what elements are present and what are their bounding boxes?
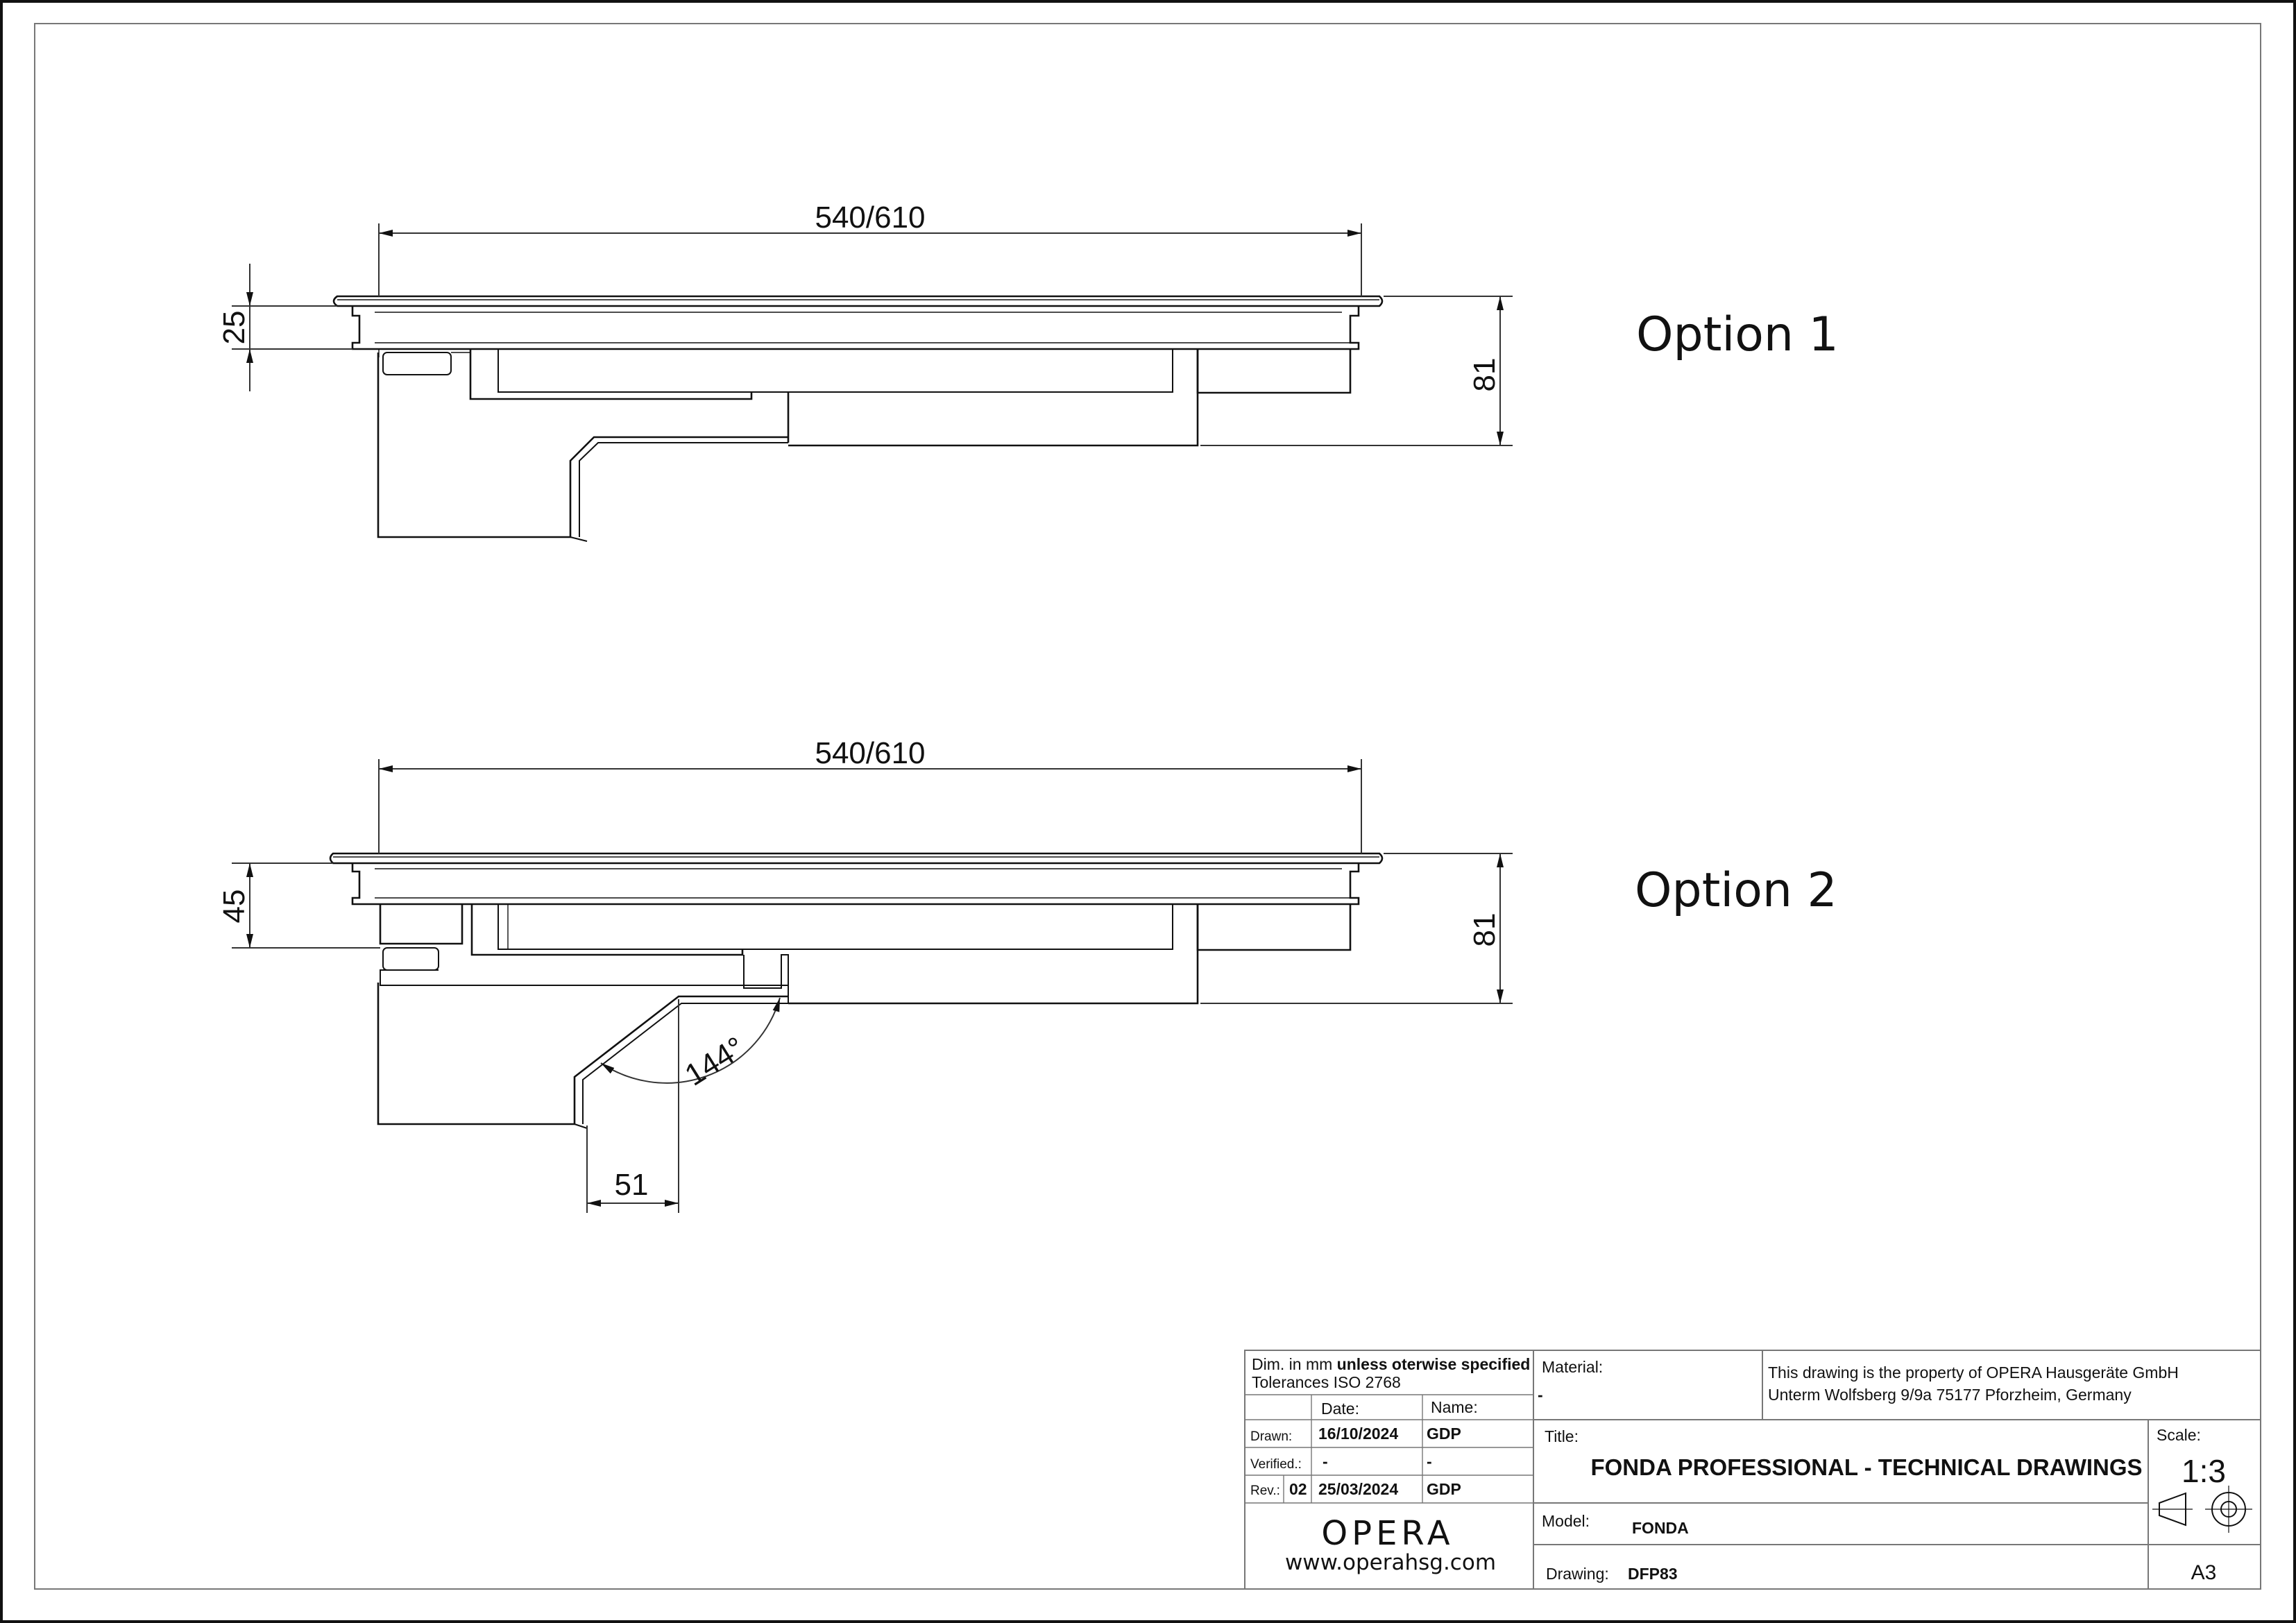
projection-symbol-icon	[2152, 1486, 2252, 1533]
option-2-dimensions	[232, 759, 1513, 1213]
drawing-frame	[34, 23, 2261, 1590]
drawing-value: DFP83	[1628, 1565, 1678, 1583]
date-header: Date:	[1321, 1400, 1359, 1418]
option-1-width-dim: 540/610	[815, 201, 925, 235]
rev-name: GDP	[1427, 1480, 1461, 1498]
drawn-date: 16/10/2024	[1318, 1425, 1398, 1443]
model-value: FONDA	[1632, 1519, 1689, 1537]
flange	[351, 863, 1360, 906]
title-block	[1244, 1350, 2261, 1590]
option-2-label: Option 2	[1635, 863, 1837, 918]
top-plate	[332, 295, 1384, 307]
verified-label: Verified.:	[1250, 1457, 1302, 1472]
option-2-right-height-dim: 81	[1468, 913, 1502, 947]
drawn-name: GDP	[1427, 1425, 1461, 1443]
option-1-dimensions	[232, 223, 1513, 446]
verified-date: -	[1323, 1452, 1328, 1470]
drawing-label: Drawing:	[1546, 1565, 1609, 1583]
rev-label: Rev.:	[1250, 1484, 1280, 1498]
flange	[351, 306, 1360, 350]
title-label: Title:	[1545, 1427, 1579, 1445]
rev-number: 02	[1289, 1480, 1307, 1498]
company-website: www.operahsg.com	[1285, 1550, 1496, 1575]
name-header: Name:	[1431, 1398, 1478, 1416]
option-2-offset-dim: 51	[615, 1168, 649, 1202]
option-2-width-dim: 540/610	[815, 736, 925, 770]
option-1-right-height-dim: 81	[1468, 358, 1502, 392]
drawn-label: Drawn:	[1250, 1429, 1292, 1444]
motor-block	[377, 352, 788, 538]
material-label: Material:	[1542, 1358, 1603, 1376]
paper-size: A3	[2191, 1561, 2217, 1584]
option-2-angle-dim: 144°	[679, 1030, 751, 1093]
verified-name: -	[1427, 1452, 1432, 1470]
company-logo: OPERA	[1321, 1514, 1454, 1553]
option-2-view	[329, 852, 1384, 1129]
rev-date: 25/03/2024	[1318, 1480, 1398, 1498]
material-value: -	[1538, 1386, 1543, 1404]
model-label: Model:	[1542, 1512, 1590, 1530]
top-plate	[329, 852, 1384, 865]
property-line-2: Unterm Wolfsberg 9/9a 75177 Pforzheim, G…	[1768, 1386, 2132, 1404]
option-1-view	[332, 295, 1384, 542]
option-1-label: Option 1	[1636, 307, 1839, 362]
option-2-left-height-dim: 45	[217, 890, 251, 924]
scale-value: 1:3	[2182, 1453, 2226, 1489]
option-1-left-height-dim: 25	[217, 311, 251, 345]
motor-block	[377, 983, 788, 1125]
scale-label: Scale:	[2157, 1426, 2201, 1444]
title-value: FONDA PROFESSIONAL - TECHNICAL DRAWINGS	[1590, 1454, 2142, 1480]
property-line-1: This drawing is the property of OPERA Ha…	[1768, 1363, 2179, 1382]
dim-note: Dim. in mm unless oterwise specified	[1252, 1355, 1530, 1373]
tolerances-note: Tolerances ISO 2768	[1252, 1373, 1401, 1391]
